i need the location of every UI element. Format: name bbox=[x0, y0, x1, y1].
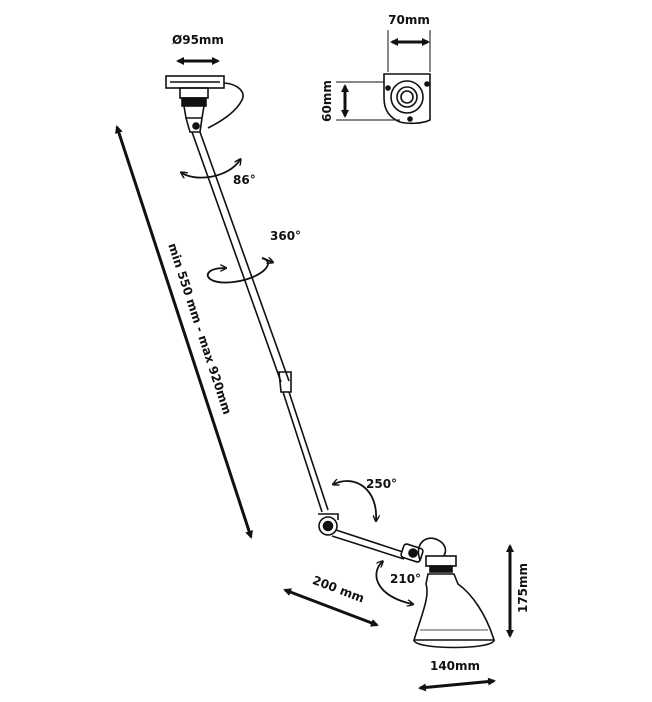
shade-width-label: 140mm bbox=[430, 659, 480, 673]
elbow-rotation-label: 250° bbox=[366, 477, 397, 491]
arm-rotation-label: 360° bbox=[270, 229, 301, 243]
top-rotation-arc bbox=[182, 160, 240, 178]
rotation-arcs bbox=[182, 160, 412, 604]
plate-height-label: 60mm bbox=[320, 80, 334, 122]
shade-height-label: 175mm bbox=[516, 563, 530, 613]
shade-joint bbox=[400, 537, 447, 563]
lower-arm-length-label: 200 mm bbox=[311, 573, 367, 605]
plate-width-label: 70mm bbox=[388, 13, 430, 27]
top-joint bbox=[185, 117, 203, 133]
lower-arm-length-arrow bbox=[283, 588, 379, 627]
elbow-rotation-arc bbox=[334, 481, 376, 520]
lamp-shade bbox=[412, 555, 496, 649]
ceiling-canopy bbox=[165, 75, 244, 129]
upper-arm bbox=[191, 131, 329, 513]
base-diameter-label: Ø95mm bbox=[172, 33, 224, 47]
mounting-plate bbox=[383, 73, 431, 125]
top-rotation-label: 86° bbox=[233, 173, 256, 187]
arm-length-arrow bbox=[115, 125, 253, 539]
shade-joint-rotation-arc bbox=[375, 562, 412, 604]
elbow-joint bbox=[318, 513, 339, 536]
shade-width-arrow bbox=[418, 677, 496, 692]
shade-joint-rotation-label: 210° bbox=[390, 572, 421, 586]
dimension-arrows bbox=[115, 30, 514, 692]
lower-arm bbox=[331, 529, 407, 560]
